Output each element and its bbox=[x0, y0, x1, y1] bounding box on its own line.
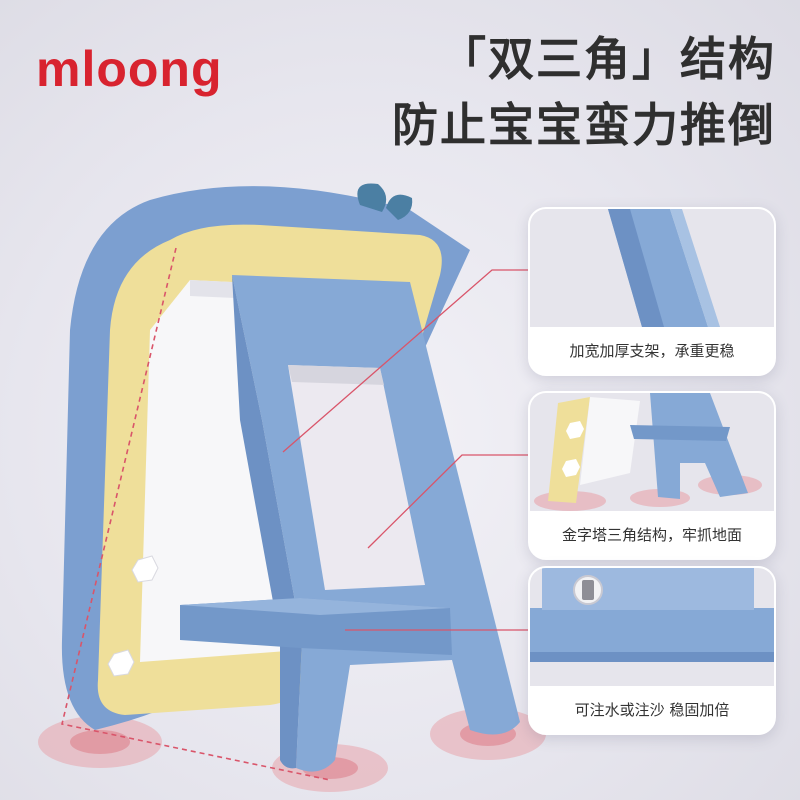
feature-caption-3: 可注水或注沙 稳固加倍 bbox=[530, 686, 774, 733]
feature-card-3: 可注水或注沙 稳固加倍 bbox=[528, 566, 776, 735]
triangle-outline-dashed bbox=[61, 247, 331, 781]
headline: 「双三角」结构 防止宝宝蛮力推倒 bbox=[336, 36, 776, 148]
leaf-ornament bbox=[357, 183, 387, 212]
peg-lower bbox=[107, 649, 135, 677]
callout-line-1 bbox=[282, 269, 530, 453]
feature-thumb-pyramid-base bbox=[530, 393, 774, 511]
feature-caption-1: 加宽加厚支架，承重更稳 bbox=[530, 327, 774, 374]
brand-logo: mloong bbox=[36, 41, 223, 97]
peg-upper bbox=[131, 555, 159, 583]
feature-caption-2: 金字塔三角结构，牢抓地面 bbox=[530, 511, 774, 558]
feature-card-2: 金字塔三角结构，牢抓地面 bbox=[528, 391, 776, 560]
feature-thumb-water-fill-cap bbox=[530, 568, 774, 686]
callout-line-2 bbox=[367, 454, 530, 549]
water-tank-base bbox=[180, 598, 452, 655]
feature-card-1: 加宽加厚支架，承重更稳 bbox=[528, 207, 776, 376]
headline-line-1: 「双三角」结构 bbox=[440, 32, 776, 86]
feature-thumb-thick-stand bbox=[530, 209, 774, 327]
headline-line-2: 防止宝宝蛮力推倒 bbox=[392, 98, 776, 152]
